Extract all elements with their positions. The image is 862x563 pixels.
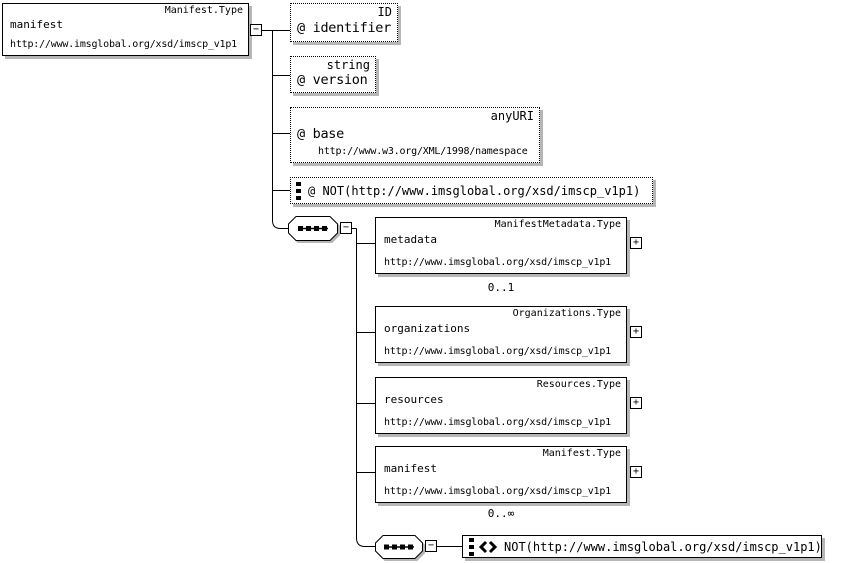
collapse-icon: − <box>342 222 350 233</box>
element-type-label: Manifest.Type <box>542 448 621 459</box>
collapse-handle-sequence-2[interactable]: − <box>425 540 437 552</box>
expand-icon: + <box>632 237 640 248</box>
collapse-handle-sequence[interactable]: − <box>340 222 352 234</box>
element-box-metadata[interactable]: ManifestMetadata.Type metadata http://ww… <box>375 217 627 274</box>
sequence-icon <box>384 544 414 550</box>
collapse-icon: − <box>427 540 435 551</box>
element-type-label: Organizations.Type <box>512 308 621 319</box>
element-box-manifest[interactable]: Manifest.Type manifest http://www.imsglo… <box>375 446 627 503</box>
attribute-box-base[interactable]: anyURI @ base http://www.w3.org/XML/1998… <box>290 107 540 163</box>
cardinality-label: 0..∞ <box>487 507 515 520</box>
expand-icon: + <box>632 466 640 477</box>
any-element-icon <box>478 540 498 553</box>
root-namespace: http://www.imsglobal.org/xsd/imscp_v1p1 <box>10 39 237 50</box>
attribute-type-label: ID <box>377 5 392 19</box>
element-namespace: http://www.imsglobal.org/xsd/imscp_v1p1 <box>384 257 611 268</box>
attribute-type-label: anyURI <box>490 109 534 123</box>
any-element-box[interactable]: NOT(http://www.imsglobal.org/xsd/imscp_v… <box>462 535 822 558</box>
expand-handle-organizations[interactable]: + <box>630 326 642 338</box>
sequence-icon <box>298 226 328 231</box>
attribute-box-identifier[interactable]: ID @ identifier <box>290 3 398 42</box>
collapse-handle-root[interactable]: − <box>250 24 262 36</box>
root-element-name: manifest <box>10 18 63 31</box>
attribute-name: @ version <box>297 72 368 88</box>
root-element-box[interactable]: Manifest.Type manifest http://www.imsglo… <box>2 3 249 56</box>
sequence-compositor[interactable] <box>288 216 339 241</box>
any-attribute-icon <box>469 537 474 556</box>
attribute-name: @ base <box>297 126 344 142</box>
element-namespace: http://www.imsglobal.org/xsd/imscp_v1p1 <box>384 346 611 357</box>
element-type-label: Resources.Type <box>536 379 621 390</box>
expand-icon: + <box>632 326 640 337</box>
element-name: resources <box>384 393 444 406</box>
sequence-compositor[interactable] <box>375 535 424 559</box>
element-name: organizations <box>384 322 471 335</box>
expand-handle-manifest[interactable]: + <box>630 466 642 478</box>
element-namespace: http://www.imsglobal.org/xsd/imscp_v1p1 <box>384 486 611 497</box>
attribute-namespace: http://www.w3.org/XML/1998/namespace <box>318 146 528 157</box>
root-type-label: Manifest.Type <box>164 5 243 16</box>
element-namespace: http://www.imsglobal.org/xsd/imscp_v1p1 <box>384 417 611 428</box>
element-name: metadata <box>384 233 437 246</box>
expand-handle-resources[interactable]: + <box>630 397 642 409</box>
any-attribute-box[interactable]: @ NOT(http://www.imsglobal.org/xsd/imscp… <box>290 177 653 204</box>
any-attribute-label: @ NOT(http://www.imsglobal.org/xsd/imscp… <box>308 183 641 198</box>
cardinality-label: 0..1 <box>487 281 515 294</box>
element-box-resources[interactable]: Resources.Type resources http://www.imsg… <box>375 377 627 434</box>
element-box-organizations[interactable]: Organizations.Type organizations http://… <box>375 306 627 363</box>
expand-handle-metadata[interactable]: + <box>630 237 642 249</box>
collapse-icon: − <box>252 24 260 35</box>
attribute-name: @ identifier <box>297 20 391 36</box>
attribute-type-label: string <box>326 58 370 72</box>
any-element-label: NOT(http://www.imsglobal.org/xsd/imscp_v… <box>504 539 822 554</box>
any-attribute-icon <box>296 181 301 200</box>
expand-icon: + <box>632 397 640 408</box>
element-name: manifest <box>384 462 437 475</box>
element-type-label: ManifestMetadata.Type <box>494 219 621 230</box>
attribute-box-version[interactable]: string @ version <box>290 56 376 93</box>
